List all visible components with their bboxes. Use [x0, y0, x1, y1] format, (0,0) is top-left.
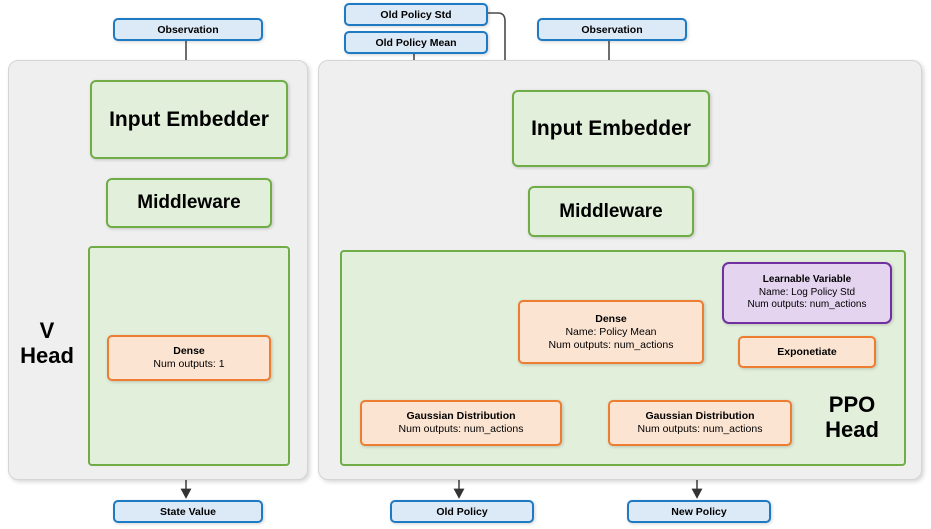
- middleware-ppo[interactable]: Middleware: [528, 186, 694, 237]
- learnable-variable-title: Learnable Variable: [762, 274, 852, 286]
- ppo-head-caption-line1: PPO: [828, 392, 876, 417]
- state-value-output[interactable]: State Value: [113, 500, 263, 523]
- v-head-caption: V Head: [10, 318, 84, 369]
- gaussian-old-title: Gaussian Distribution: [406, 410, 516, 422]
- gaussian-distribution-new[interactable]: Gaussian Distribution Num outputs: num_a…: [608, 400, 792, 446]
- learnable-variable-name: Name: Log Policy Std: [758, 286, 856, 298]
- dense-policy-mean[interactable]: Dense Name: Policy Mean Num outputs: num…: [518, 300, 704, 364]
- old-policy-mean-input[interactable]: Old Policy Mean: [344, 31, 488, 54]
- dense-v[interactable]: Dense Num outputs: 1: [107, 335, 271, 381]
- observation-input-ppo[interactable]: Observation: [537, 18, 687, 41]
- observation-input-v[interactable]: Observation: [113, 18, 263, 41]
- dense-policy-mean-title: Dense: [595, 312, 627, 325]
- v-head-caption-line1: V: [39, 318, 55, 343]
- ppo-head-caption: PPO Head: [806, 392, 898, 443]
- dense-v-outputs: Num outputs: 1: [153, 358, 225, 370]
- dense-policy-mean-name: Name: Policy Mean: [565, 325, 657, 338]
- exponetiate[interactable]: Exponetiate: [738, 336, 876, 368]
- new-policy-output[interactable]: New Policy: [627, 500, 771, 523]
- input-embedder-v[interactable]: Input Embedder: [90, 80, 288, 159]
- learnable-variable-outputs: Num outputs: num_actions: [747, 299, 867, 311]
- learnable-variable[interactable]: Learnable Variable Name: Log Policy Std …: [722, 262, 892, 324]
- old-policy-std-input[interactable]: Old Policy Std: [344, 3, 488, 26]
- middleware-v[interactable]: Middleware: [106, 178, 272, 228]
- gaussian-new-title: Gaussian Distribution: [645, 410, 755, 422]
- gaussian-distribution-old[interactable]: Gaussian Distribution Num outputs: num_a…: [360, 400, 562, 446]
- gaussian-new-outputs: Num outputs: num_actions: [637, 423, 763, 435]
- ppo-head-caption-line2: Head: [825, 417, 879, 443]
- old-policy-output[interactable]: Old Policy: [390, 500, 534, 523]
- dense-policy-mean-outputs: Num outputs: num_actions: [548, 338, 674, 351]
- gaussian-old-outputs: Num outputs: num_actions: [398, 423, 524, 435]
- v-head-caption-line2: Head: [20, 343, 74, 369]
- input-embedder-ppo[interactable]: Input Embedder: [512, 90, 710, 167]
- exponetiate-title: Exponetiate: [777, 345, 837, 358]
- dense-v-title: Dense: [173, 345, 205, 357]
